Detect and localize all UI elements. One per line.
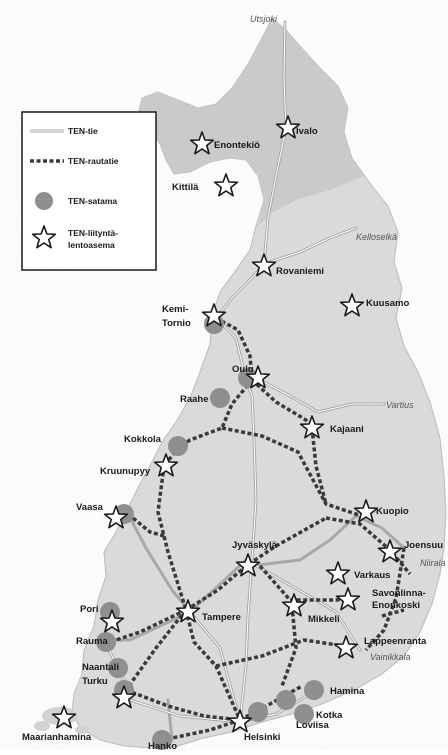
label-kruunupyy: Kruunupyy <box>100 466 151 477</box>
airport-enontekio <box>189 131 215 155</box>
port-hamina <box>304 680 324 700</box>
border-vartius: Vartius <box>386 400 414 410</box>
airport-jyvaskyla <box>235 553 261 577</box>
label-tampere: Tampere <box>202 612 241 623</box>
ten-airports <box>51 115 403 733</box>
label-jyvaskyla: Jyväskylä <box>232 540 278 551</box>
legend-port-label: TEN-satama <box>68 196 117 206</box>
port-loviisa <box>276 690 296 710</box>
label-kajaani: Kajaani <box>330 424 364 435</box>
airport-helsinki <box>227 709 253 733</box>
label-rovaniemi: Rovaniemi <box>276 266 324 277</box>
border-niirala: Niirala <box>420 558 446 568</box>
airport-lappeenranta <box>333 635 359 659</box>
label-turku: Turku <box>82 676 108 687</box>
label-lappeenranta: Lappeenranta <box>364 636 427 647</box>
port-kokkola <box>168 436 188 456</box>
label-mikkeli: Mikkeli <box>308 614 340 625</box>
airport-maarianhamina <box>51 705 77 729</box>
airport-ivalo <box>275 115 301 139</box>
label-kemi-tornio-2: Tornio <box>162 318 191 329</box>
airport-kittila <box>213 173 239 197</box>
airport-joensuu <box>377 539 403 563</box>
label-savonlinna-1: Savonlinna- <box>372 588 426 599</box>
label-kuusamo: Kuusamo <box>366 298 409 309</box>
port-rauma <box>96 632 116 652</box>
label-oulu: Oulu <box>232 364 254 375</box>
legend-airport-star-icon <box>31 225 57 249</box>
border-utsjoki: Utsjoki <box>250 14 278 24</box>
airport-oulu <box>245 365 271 389</box>
airport-rovaniemi <box>251 253 277 277</box>
airport-kruunupyy <box>153 453 179 477</box>
label-vaasa: Vaasa <box>76 502 104 513</box>
airport-kemi-tornio <box>201 303 227 327</box>
legend-port-swatch <box>35 192 53 210</box>
port-hanko <box>152 730 172 750</box>
airport-mikkeli <box>281 593 307 617</box>
airport-pori <box>99 609 125 633</box>
ten-ports <box>96 314 324 750</box>
label-kuopio: Kuopio <box>376 506 409 517</box>
label-loviisa: Loviisa <box>296 720 329 731</box>
label-kittila: Kittilä <box>172 182 199 193</box>
airport-turku <box>111 685 137 709</box>
label-maarianhamina: Maarianhamina <box>22 732 92 743</box>
label-raahe: Raahe <box>180 394 209 405</box>
port-kotka <box>294 704 314 724</box>
legend-road-label: TEN-tie <box>68 126 98 136</box>
label-joensuu: Joensuu <box>404 540 443 551</box>
airport-varkaus <box>325 561 351 585</box>
port-helsinki <box>248 702 268 722</box>
legend: TEN-tie TEN-rautatie TEN-satama TEN-liit… <box>21 111 157 271</box>
label-naantali: Naantali <box>82 662 119 673</box>
label-kemi-tornio-1: Kemi- <box>162 304 188 315</box>
airport-vaasa <box>103 505 129 529</box>
airport-savonlinna <box>335 587 361 611</box>
place-labels: Ivalo Enontekiö Kittilä Rovaniemi Kuusam… <box>22 126 443 752</box>
label-ivalo: Ivalo <box>296 126 318 137</box>
ten-roads-inner <box>103 21 385 723</box>
label-rauma: Rauma <box>76 636 108 647</box>
legend-airport-swatch <box>31 225 57 249</box>
label-varkaus: Varkaus <box>354 570 390 581</box>
label-enontekio: Enontekiö <box>214 140 260 151</box>
label-kotka: Kotka <box>316 710 343 721</box>
label-helsinki: Helsinki <box>244 732 280 743</box>
legend-airport-label-1: TEN-liityntä- <box>68 228 118 238</box>
border-kelloselka: Kelloselkä <box>356 232 397 242</box>
airport-kuopio <box>353 499 379 523</box>
label-savonlinna-2: Enonkoski <box>372 600 420 611</box>
airport-kuusamo <box>339 293 365 317</box>
border-vainikkala: Vainikkala <box>370 652 411 662</box>
label-hanko: Hanko <box>148 741 177 750</box>
port-raahe <box>210 388 230 408</box>
airport-tampere <box>175 599 201 623</box>
label-kokkola: Kokkola <box>124 434 162 445</box>
legend-rail-label: TEN-rautatie <box>68 156 119 166</box>
label-pori: Pori <box>80 604 98 615</box>
port-naantali <box>108 658 128 678</box>
airport-kajaani <box>299 415 325 439</box>
label-hamina: Hamina <box>330 686 365 697</box>
legend-airport-label-2: lentoasema <box>68 240 115 250</box>
